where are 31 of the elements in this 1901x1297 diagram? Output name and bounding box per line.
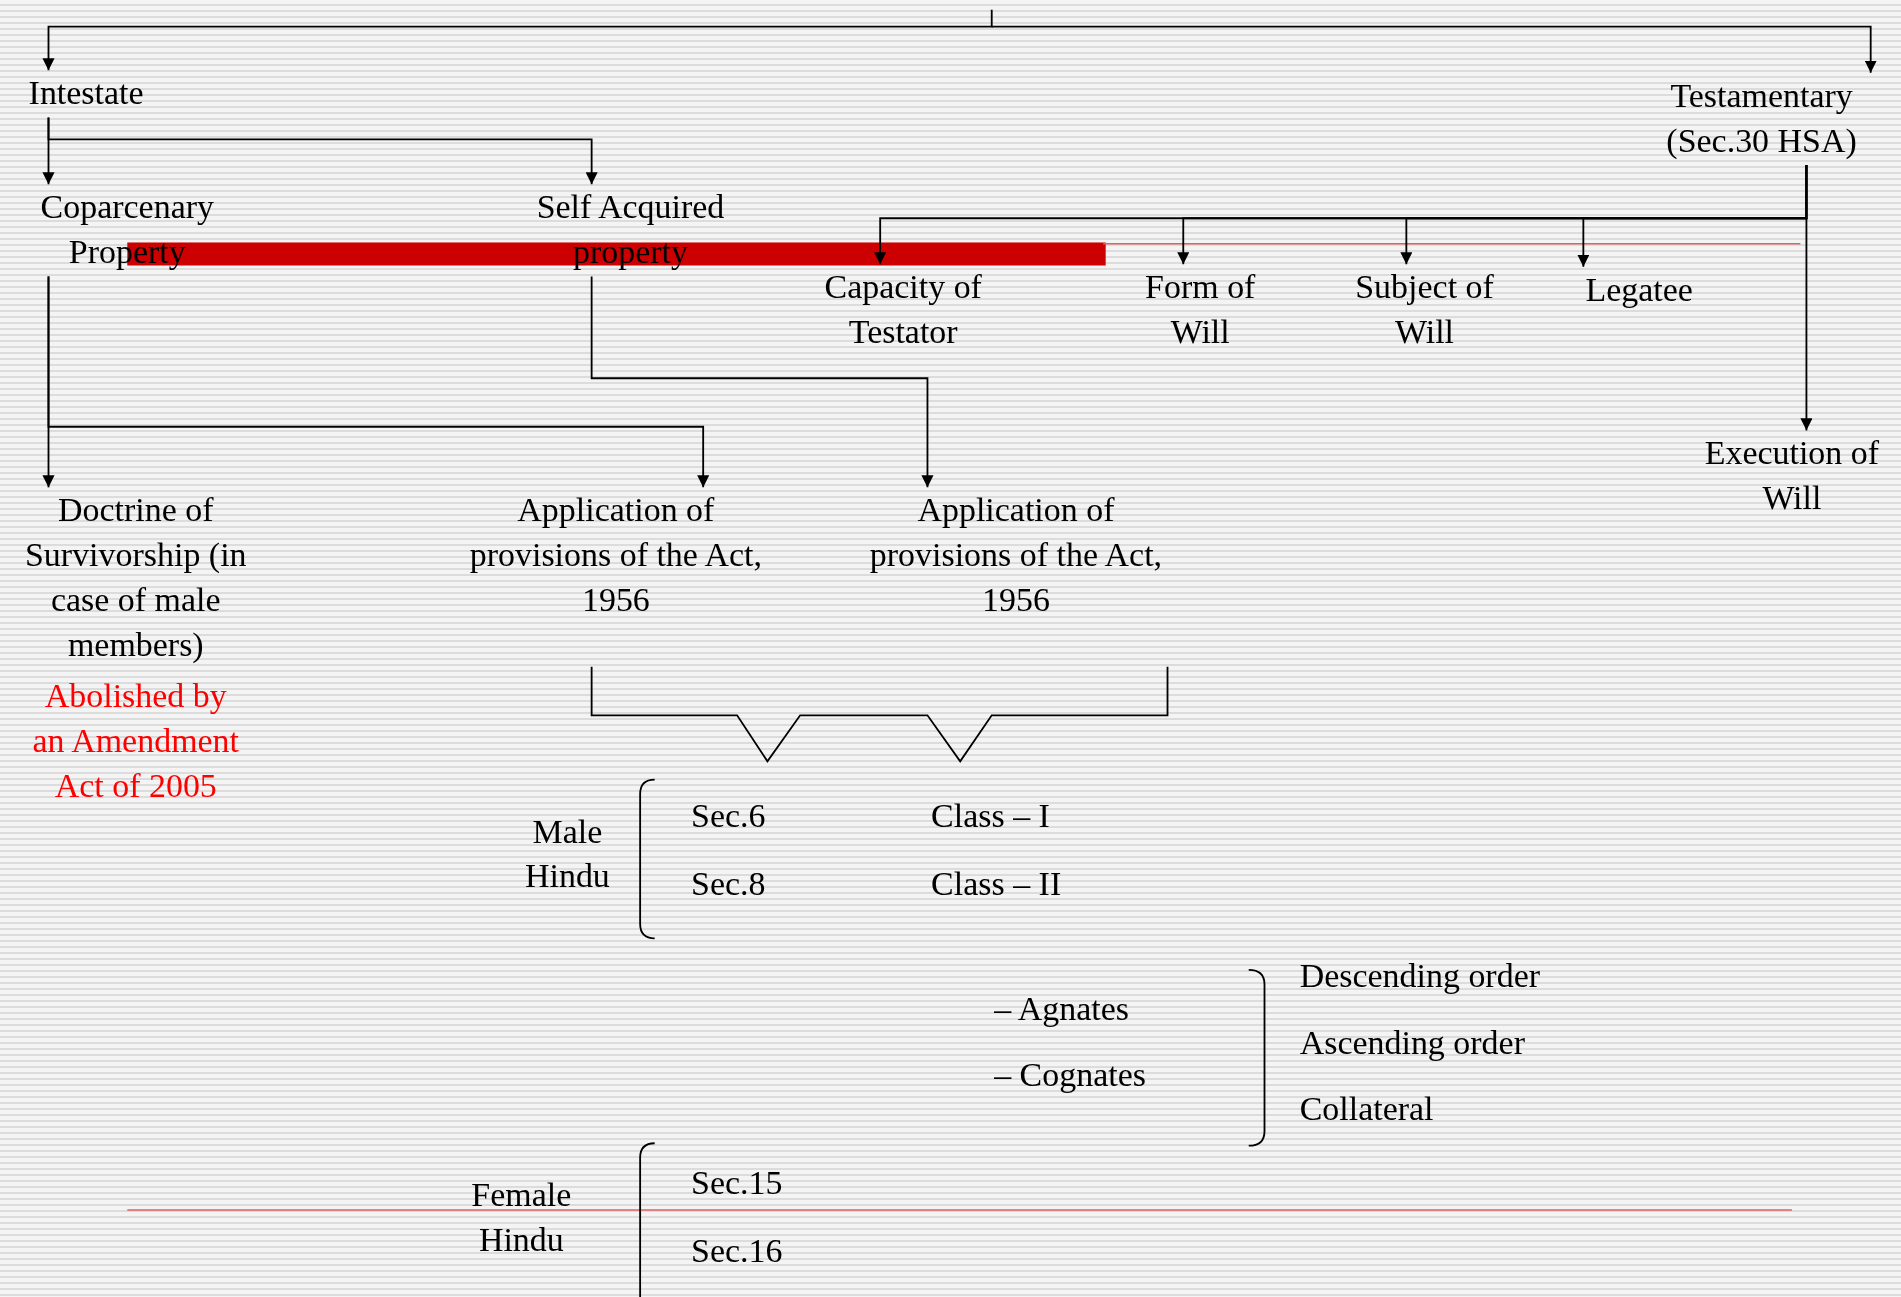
label-text: Female Hindu xyxy=(470,1175,573,1261)
label-text: Sec.15 xyxy=(691,1162,783,1204)
arrow xyxy=(990,25,1877,74)
node-text: Application of provisions of the Act, 1956 xyxy=(468,490,764,621)
node-text: Self Acquired property xyxy=(535,186,726,273)
arrow xyxy=(47,275,710,489)
label-text: – Cognates xyxy=(994,1054,1146,1096)
node-text: Capacity of Testator xyxy=(823,266,983,353)
label-text: Sec.6 xyxy=(691,795,766,837)
node-text: Testamentary (Sec.30 HSA) xyxy=(1665,75,1858,161)
node-text: Form of Will xyxy=(1144,266,1257,353)
label-text: – Agnates xyxy=(994,988,1129,1029)
label-text: Class – II xyxy=(931,863,1062,904)
label-text: Ascending order xyxy=(1299,1022,1525,1063)
arrow xyxy=(42,8,993,72)
node-text: Legatee xyxy=(1584,269,1694,310)
label-text: Sec.8 xyxy=(691,863,766,904)
arrow xyxy=(1800,163,1813,432)
label-text: Male Hindu xyxy=(523,811,611,897)
label-text: Sec.16 xyxy=(691,1230,783,1272)
arrow xyxy=(47,116,598,186)
arrow xyxy=(590,275,934,489)
node-text: Application of provisions of the Act, 1956 xyxy=(868,490,1164,621)
node-text: Doctrine of Survivorship (in case of male members) xyxy=(24,490,248,666)
node-text: Subject of Will xyxy=(1354,266,1495,353)
label-text: Descending order xyxy=(1299,955,1541,997)
label-text: Collateral xyxy=(1299,1088,1434,1130)
label-text: Class – I xyxy=(931,795,1050,837)
node-text: Execution of Will xyxy=(1703,433,1881,519)
node-text: Intestate xyxy=(27,72,145,114)
note-text: Abolished by an Amendment Act of 2005 xyxy=(31,675,240,806)
